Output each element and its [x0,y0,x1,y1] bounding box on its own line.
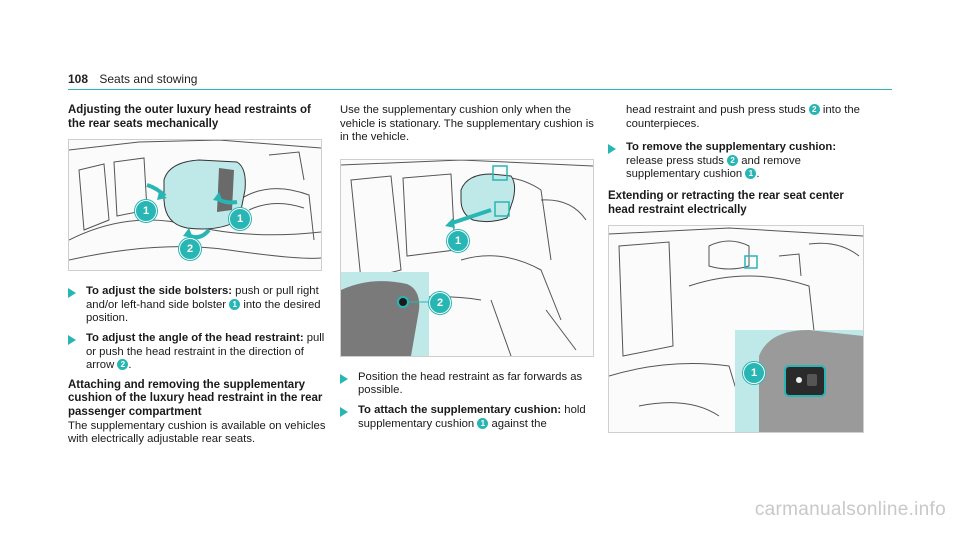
badge-2-icon: 2 [727,154,739,166]
heading-center-head-restraint: Extending or retracting the rear seat ce… [608,189,844,216]
step-adjust-angle: To adjust the angle of the head restrain… [68,332,326,373]
step-remove-cushion: To remove the supplementary cushion: rel… [608,141,866,182]
figure-cushion-attach: 1 2 [340,158,594,357]
page-header: 108 Seats and stowing [68,72,197,86]
badge-1-icon: 1 [477,417,489,429]
step-arrow-icon [68,288,76,299]
callout-2: 2 [429,291,451,314]
interior-illustration [609,227,863,433]
badge-1-icon: 1 [745,168,757,180]
watermark: carmanualsonline.info [754,499,946,520]
interior-illustration [69,140,321,261]
heading-supplementary-cushion: Attaching and removing the supplementary… [68,378,323,418]
page-number: 108 [68,72,89,86]
badge-2-icon: 2 [117,359,129,371]
step-attach-cushion: To attach the supplementary cushion: hol… [340,404,598,431]
interior-illustration [341,159,593,356]
badge-1-icon: 1 [229,298,241,310]
callout-1: 1 [447,229,469,252]
column-2: Use the supplementary cushion only when … [340,104,598,437]
step-arrow-icon [340,373,348,384]
callout-1-left: 1 [135,200,157,223]
step-arrow-icon [340,406,348,417]
callout-1-right: 1 [229,208,251,231]
paragraph-cushion-usage: Use the supplementary cushion only when … [340,104,594,144]
section-title: Seats and stowing [99,72,198,86]
header-rule [68,89,892,90]
callout-2: 2 [179,238,201,261]
paragraph-cushion-availability: The supplementary cushion is available o… [68,419,326,446]
badge-2-icon: 2 [808,104,820,115]
step-adjust-bolsters: To adjust the side bolsters: push or pul… [68,285,326,326]
paragraph-push-press-studs: head restraint and push press studs 2 in… [626,104,860,130]
figure-center-head-restraint: 1 [608,225,864,434]
callout-1: 1 [743,362,765,385]
figure-head-restraint-adjust: 1 1 2 [68,139,322,272]
step-arrow-icon [68,334,76,345]
step-position-head-restraint: Position the head restraint as far forwa… [340,371,598,398]
step-arrow-icon [608,144,616,155]
heading-adjust-head-restraints: Adjusting the outer luxury head restrain… [68,104,311,130]
column-1: Adjusting the outer luxury head restrain… [68,104,326,447]
column-3: head restraint and push press studs 2 in… [608,104,866,434]
